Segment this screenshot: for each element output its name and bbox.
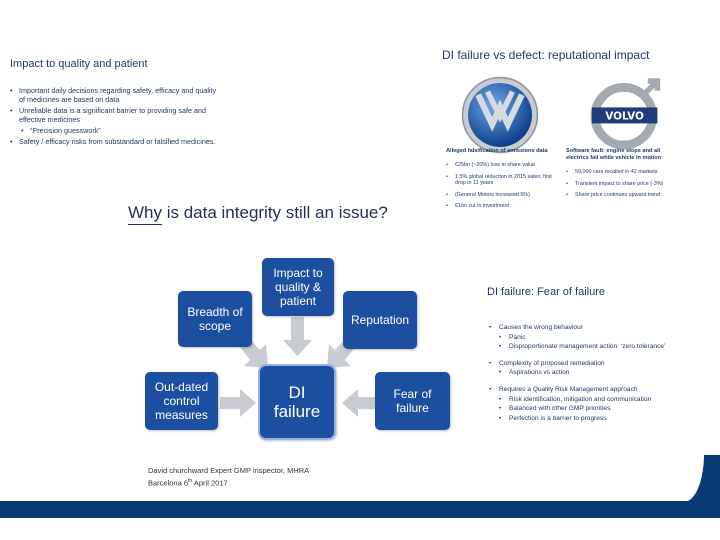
quality-bullet: Safety / efficacy risks from substandard… <box>10 137 220 146</box>
quality-bullet: Unreliable data is a significant barrier… <box>10 106 220 124</box>
quality-bullets: Important daily decisions regarding safe… <box>10 86 220 146</box>
title-underline <box>128 224 162 225</box>
reputation-box: Reputation <box>343 291 417 349</box>
quality-sub-bullet: “Precision guesswork” <box>10 126 220 135</box>
fear-sub-bullet: Aspirations vs action <box>487 369 712 378</box>
volvo-column: Software fault: engine stops and all ele… <box>566 148 684 204</box>
box-label: quality & <box>274 280 321 294</box>
box-label: Fear of <box>393 387 432 401</box>
outdated-controls-box: Out-dated control measures <box>145 372 218 430</box>
footer-date-suffix: April 2017 <box>192 478 228 488</box>
box-label: Reputation <box>350 313 410 327</box>
arrow-right <box>220 389 256 417</box>
box-label: failure <box>273 402 321 421</box>
fear-bullet: Causes the wrong behaviour <box>487 324 712 333</box>
volvo-heading: Software fault: engine stops and all ele… <box>566 148 662 161</box>
vw-bullet: 1.5% global reduction in 2015 sales; fir… <box>446 174 564 187</box>
vw-heading: Alleged falsification of emissions data <box>446 148 548 154</box>
box-label: control <box>163 394 200 408</box>
fear-bullet: Complexity of proposed remediation <box>487 360 712 369</box>
footer-date-prefix: Barcelona 6 <box>148 478 189 488</box>
box-label: Breadth of <box>187 305 243 319</box>
arrow-left <box>342 389 378 417</box>
fear-panel: DI failure: Fear of failure Causes the w… <box>487 286 712 424</box>
fear-bullet: Requires a Quality Risk Management appro… <box>487 386 712 395</box>
footer-author: David churchward Expert GMP inspector, M… <box>148 466 310 475</box>
box-label: Out-dated <box>154 380 209 394</box>
volvo-logo-icon: VOLVO <box>590 78 661 150</box>
reputation-panel-title: DI failure vs defect: reputational impac… <box>442 48 650 62</box>
svg-text:VOLVO: VOLVO <box>605 110 644 122</box>
vw-bullet: €25bn (~20%) loss in share value <box>446 162 564 169</box>
di-failure-box: DI failure <box>258 364 336 440</box>
volkswagen-logo-icon <box>461 76 539 154</box>
quality-bullet: Important daily decisions regarding safe… <box>10 86 220 104</box>
footer-date: Barcelona 6th April 2017 <box>148 476 309 489</box>
footer-date-sup: th <box>188 478 193 484</box>
fear-sub-bullet: Perfection is a barrier to progress <box>487 415 712 424</box>
fear-sub-bullet: Risk identification, mitigation and comm… <box>487 396 712 405</box>
fear-panel-title: DI failure: Fear of failure <box>487 286 605 298</box>
reputation-panel: DI failure vs defect: reputational impac… <box>442 48 702 210</box>
box-label: DI <box>288 383 306 402</box>
box-label: Impact to <box>273 266 323 280</box>
breadth-scope-box: Breadth of scope <box>178 291 252 347</box>
fear-sub-bullet: Disproportionate management action: ‘zer… <box>487 343 712 352</box>
fear-sub-bullet: Balanced with other GMP priorities <box>487 405 712 414</box>
box-label: measures <box>155 408 208 422</box>
vw-column: Alleged falsification of emissions data … <box>446 148 564 215</box>
vw-bullet: (General Motors increased 5%) <box>446 192 564 199</box>
vw-bullet: €1bn cut in investment <box>446 203 564 210</box>
impact-quality-box: Impact to quality & patient <box>262 258 334 316</box>
box-label: patient <box>279 294 316 308</box>
fear-failure-box: Fear of failure <box>375 372 450 430</box>
quality-panel: Impact to quality and patient Important … <box>10 58 220 148</box>
fear-bullets: Causes the wrong behaviour Panic Disprop… <box>487 324 712 423</box>
fear-sub-bullet: Panic <box>487 334 712 343</box>
volvo-bullet: Share price continues upward trend <box>566 192 684 199</box>
quality-panel-title: Impact to quality and patient <box>10 58 148 70</box>
arrow-down <box>283 317 312 356</box>
box-label: failure <box>396 401 429 415</box>
footer-credit: David churchward Expert GMP inspector, M… <box>148 466 309 489</box>
main-title: Why is data integrity still an issue? <box>128 203 388 222</box>
volvo-bullet: 59,000 cars recalled in 42 markets <box>566 169 684 176</box>
box-label: scope <box>198 319 232 333</box>
volvo-bullet: Transient impact to share price (-3%) <box>566 181 684 188</box>
